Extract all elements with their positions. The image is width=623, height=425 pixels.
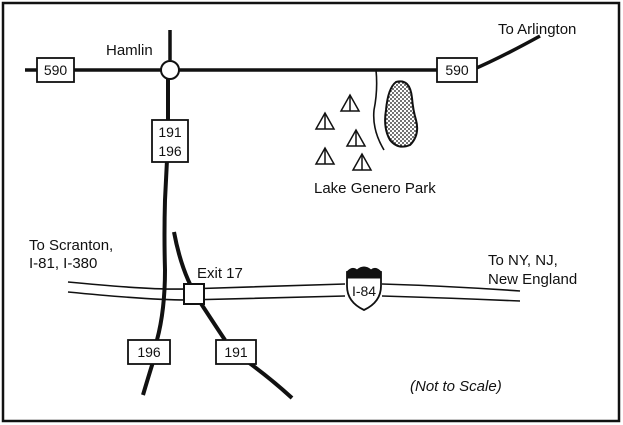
- lake-icon: [384, 80, 419, 148]
- svg-text:196: 196: [158, 143, 182, 159]
- exit-17-label: Exit 17: [197, 265, 243, 282]
- not-to-scale-note: (Not to Scale): [410, 378, 502, 395]
- route-590-west-shield: 590: [36, 57, 75, 83]
- interchange-icon: [183, 283, 205, 305]
- to-ny-label: To NY, NJ,: [488, 252, 558, 269]
- to-scranton-label-2: I-81, I-380: [29, 255, 97, 272]
- svg-text:590: 590: [44, 62, 68, 78]
- route-191-196-shield: 191 196: [151, 119, 189, 163]
- svg-text:191: 191: [224, 344, 248, 360]
- intersection-icon: [160, 60, 180, 80]
- lake-park-label: Lake Genero Park: [314, 180, 436, 197]
- svg-text:590: 590: [445, 62, 469, 78]
- route-590-east-shield: 590: [436, 57, 478, 83]
- route-196-shield: 196: [127, 339, 171, 365]
- to-arlington-label: To Arlington: [498, 21, 576, 38]
- svg-text:196: 196: [137, 344, 161, 360]
- i84-shield: I-84: [346, 266, 382, 311]
- svg-text:191: 191: [158, 124, 182, 140]
- to-ny-label-2: New England: [488, 271, 577, 288]
- svg-text:I-84: I-84: [352, 283, 376, 299]
- to-scranton-label: To Scranton,: [29, 237, 113, 254]
- tent-icon: [314, 93, 373, 171]
- park-road: [372, 69, 385, 151]
- route-191-shield: 191: [215, 339, 257, 365]
- hamlin-label: Hamlin: [106, 42, 153, 59]
